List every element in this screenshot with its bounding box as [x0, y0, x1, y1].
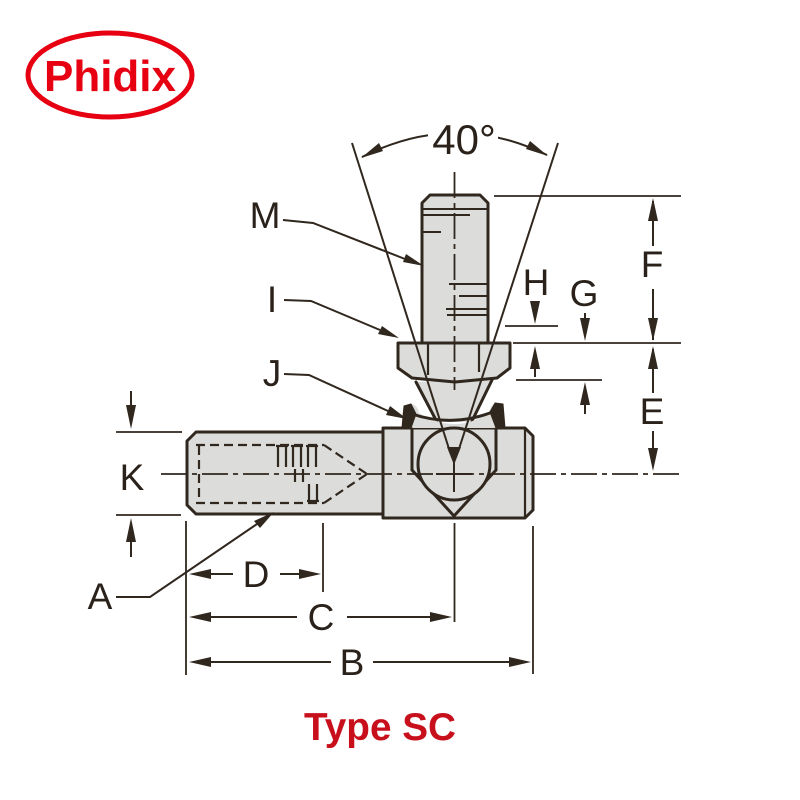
dim-k: K	[120, 391, 145, 557]
logo-ellipse	[25, 30, 195, 120]
dim-e: E	[640, 346, 665, 471]
dim-label-g: G	[570, 273, 599, 314]
hex-flange	[396, 341, 512, 384]
dim-b: B	[189, 642, 531, 683]
caption-type-sc: Type SC	[304, 706, 456, 749]
dim-label-k: K	[120, 457, 145, 498]
dim-label-d: D	[243, 554, 270, 595]
cone-apex-arrow	[447, 447, 461, 465]
dim-label-h: H	[523, 262, 550, 303]
saddle-left-horn	[401, 403, 417, 429]
shank-body	[185, 430, 385, 516]
phidix-logo: Phidix	[25, 30, 195, 120]
dim-f: F	[641, 198, 664, 341]
dim-label-f: F	[641, 244, 664, 285]
dim-label-c: C	[308, 597, 335, 638]
saddle-right-horn	[489, 402, 506, 429]
stud-thread-lines	[422, 208, 488, 316]
dim-label-i: I	[267, 279, 277, 320]
angle-label-mask	[428, 110, 498, 158]
dim-d: D	[189, 554, 321, 595]
dim-h: H	[523, 262, 550, 377]
hex-outline	[396, 341, 512, 384]
angle-label: 40°	[432, 116, 496, 163]
leader-i: I	[267, 279, 399, 338]
dim-label-j: J	[263, 353, 282, 394]
shank-internal-thread	[196, 443, 368, 505]
dim-label-a: A	[88, 576, 113, 617]
dim-label-b: B	[340, 642, 365, 683]
dim-label-e: E	[640, 391, 665, 432]
swivel-cone: 40°	[351, 110, 559, 465]
dim-g: G	[570, 273, 599, 414]
leader-j: J	[263, 353, 407, 419]
logo-text: Phidix	[44, 52, 177, 101]
dim-label-m: M	[250, 195, 281, 236]
socket-lip-saddle	[401, 402, 506, 429]
stud-neck	[414, 378, 494, 424]
thread-ticks	[276, 444, 319, 503]
leader-a: A	[88, 512, 274, 617]
extension-lines	[116, 195, 681, 675]
saddle-arc	[410, 409, 497, 422]
dim-c: C	[189, 597, 452, 638]
leader-m: M	[250, 195, 424, 266]
